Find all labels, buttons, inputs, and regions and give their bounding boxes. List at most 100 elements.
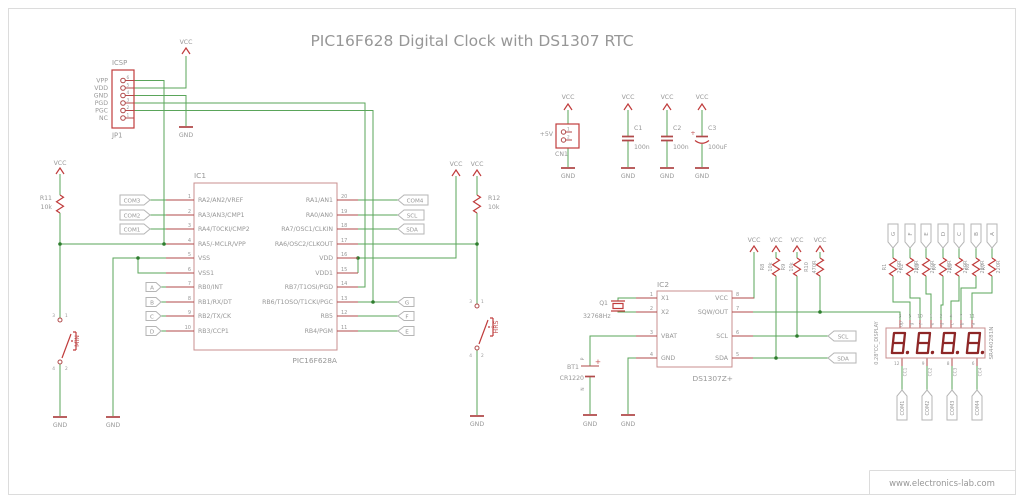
- ic2-pin-number: 7: [736, 306, 739, 312]
- icsp-pin-label: GND: [94, 93, 108, 100]
- icsp-pin-label: PGD: [95, 100, 109, 107]
- display-pin-letter: CC3: [953, 367, 959, 376]
- cn1-pin-number: 1: [567, 127, 570, 133]
- vcc-label: VCC: [696, 94, 709, 101]
- ic2-pin-name: X1: [661, 295, 669, 302]
- display-pin-letter: CC4: [978, 367, 984, 376]
- battery-name: BT1: [567, 364, 579, 371]
- cn1-refdes: CN1: [555, 151, 568, 158]
- resistor-symbols: [55, 194, 997, 277]
- display-pin-letter: e: [931, 322, 936, 325]
- battery-symbol: [581, 365, 599, 378]
- r7-symbol: [987, 257, 997, 277]
- ic1-pin-name: RA7/OSC1/CLKIN: [281, 226, 333, 233]
- ic1-pin-number: 13: [341, 296, 347, 302]
- switch-pin-number: 2: [481, 353, 484, 359]
- resistor-name: R9: [781, 264, 787, 271]
- vcc-label: VCC: [791, 237, 804, 244]
- ic2-pin-number: 5: [736, 352, 739, 358]
- ic1-pin-name: RB4/PGM: [305, 328, 333, 335]
- capacitor-name: C3: [708, 125, 716, 132]
- display-pin-letter: f: [919, 323, 925, 325]
- r12-symbol: [472, 194, 482, 214]
- crystal-name: Q1: [599, 300, 608, 307]
- display-pin-letter: b: [960, 322, 966, 325]
- display-part: SR440281N: [989, 327, 995, 360]
- vcc-label: VCC: [661, 94, 674, 101]
- gnd-label: GND: [179, 132, 193, 139]
- seven-segment-digits: [890, 331, 985, 355]
- display-name: 0.28"CC_DISPLAY: [874, 320, 880, 364]
- net-tag-label: D: [941, 232, 947, 236]
- resistor-value: 220R: [996, 260, 1002, 274]
- capacitor-name: C2: [673, 125, 681, 132]
- net-tag-label: B: [974, 232, 980, 236]
- display-pin-letter: c: [951, 322, 956, 325]
- ic2-pin-number: 8: [736, 292, 739, 298]
- ic1-pin-number: 18: [341, 223, 347, 229]
- r9-symbol: [792, 257, 802, 277]
- resistor-value: 220R: [947, 260, 953, 274]
- resistor-value: 220R: [930, 260, 936, 274]
- net-tag-label: G: [405, 301, 409, 307]
- display-pin-number: 5: [909, 314, 912, 320]
- icsp-pin-number: 4: [127, 90, 130, 96]
- net-tags: [119, 194, 998, 421]
- ic1-pin-name: RA0/AN0: [306, 212, 333, 219]
- net-tag-label: E: [405, 330, 409, 336]
- ic1-refdes: IC1: [194, 171, 206, 180]
- ic1-pin-number: 4: [188, 238, 191, 244]
- ic1-pin-number: 11: [341, 325, 347, 331]
- crystal-frequency: 32768Hz: [583, 313, 611, 320]
- resistor-value: 220R: [914, 260, 920, 274]
- ic2-refdes: IC2: [657, 280, 669, 289]
- ic1-pin-number: 20: [341, 194, 347, 200]
- ic1-pin-number: 12: [341, 310, 347, 316]
- display-pin-number: 9: [922, 361, 925, 367]
- resistor-name: R3: [915, 264, 921, 271]
- gnd-label: GND: [106, 422, 120, 429]
- net-tag-label: A: [990, 232, 996, 236]
- capacitor-value: 100uF: [708, 144, 728, 151]
- switch-pin-number: 4: [52, 366, 55, 372]
- net-tag-label: COM3: [124, 199, 141, 205]
- ic1-pin-name: RA2/AN2/VREF: [198, 197, 244, 204]
- ic1-pin-number: 19: [341, 209, 347, 215]
- net-tag-label: SCL: [838, 335, 849, 341]
- vcc-arrow-icons: [55, 46, 825, 253]
- display-pin-letter: CC2: [928, 367, 934, 376]
- display-pin-number: 1: [930, 314, 933, 320]
- gnd-label: GND: [470, 421, 484, 428]
- ic1-pin-number: 16: [341, 252, 347, 258]
- resistor-value: 470R: [812, 260, 818, 274]
- icsp-pin-number: 1: [127, 113, 130, 119]
- button-name: MIN: [74, 335, 81, 347]
- ic1-pin-number: 8: [188, 296, 191, 302]
- switch-pin-number: 3: [469, 299, 472, 305]
- resistor-name: R7: [981, 264, 987, 271]
- net-tag-label: COM1: [900, 401, 906, 416]
- net-tag-label: COM1: [124, 228, 141, 234]
- r11-symbol: [55, 194, 65, 214]
- display-pin-letter: a: [972, 322, 977, 325]
- ic1-pin-name: VSS: [198, 255, 210, 262]
- vcc-label: VCC: [562, 94, 575, 101]
- jp1-refdes: JP1: [111, 132, 122, 140]
- resistor-name: R2: [899, 264, 905, 271]
- ic1-pin-name: RA3/AN3/CMP1: [198, 212, 245, 219]
- icsp-pin-label: NC: [99, 115, 108, 122]
- icsp-pin-number: 5: [127, 83, 130, 89]
- vcc-label: VCC: [770, 237, 783, 244]
- capacitor-value: 100n: [673, 144, 689, 151]
- display-pin-letter: CC1: [903, 367, 909, 376]
- r8-symbol: [771, 257, 781, 277]
- ic1-pin-name: RB6/T1OSO/T1CKI/PGC: [262, 299, 333, 306]
- ic1-pin-number: 5: [188, 252, 191, 258]
- r5-symbol: [954, 257, 964, 277]
- net-tag-label: SDA: [406, 228, 418, 234]
- net-tag-label: F: [908, 232, 914, 235]
- switch-symbol-hrs: [474, 303, 494, 351]
- gnd-label: GND: [621, 421, 635, 428]
- jp1-connector-body: [111, 69, 135, 129]
